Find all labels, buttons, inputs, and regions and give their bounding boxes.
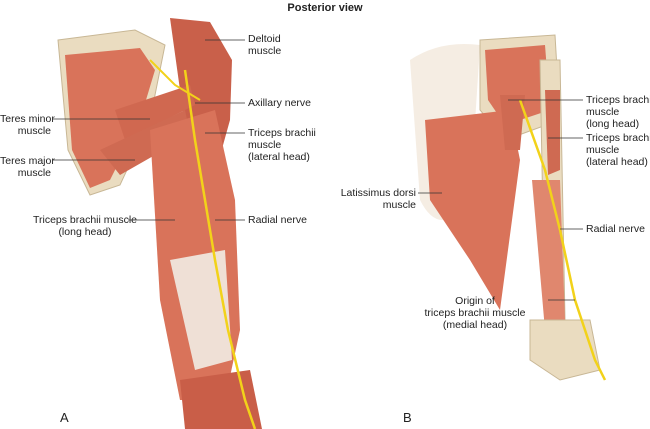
panel-label-b: B <box>403 410 412 425</box>
triceps-lateral-b <box>545 90 560 175</box>
label-radial-nerve-b: Radial nerve <box>586 223 645 235</box>
axillary-nerve-a <box>149 59 201 101</box>
teres-minor-a <box>115 85 195 140</box>
latissimus-b <box>425 110 520 310</box>
panel-b-illustration <box>410 34 607 381</box>
tendon-a <box>170 250 232 370</box>
triceps-long-b <box>500 95 525 150</box>
label-radial-nerve-a: Radial nerve <box>248 214 307 226</box>
radial-nerve-b <box>518 99 607 381</box>
label-triceps-long-a: Triceps brachii muscle(long head) <box>32 214 138 238</box>
label-axillary-nerve-a: Axillary nerve <box>248 97 312 109</box>
figure-title: Posterior view <box>287 2 363 14</box>
radial-nerve-a <box>183 69 257 429</box>
forearm-a <box>180 370 262 429</box>
leader-lines <box>53 39 583 301</box>
panel-label-a: A <box>60 410 69 425</box>
panel-a-illustration <box>57 18 262 429</box>
infraspinatus-a <box>65 48 155 188</box>
elbow-b <box>529 319 601 381</box>
